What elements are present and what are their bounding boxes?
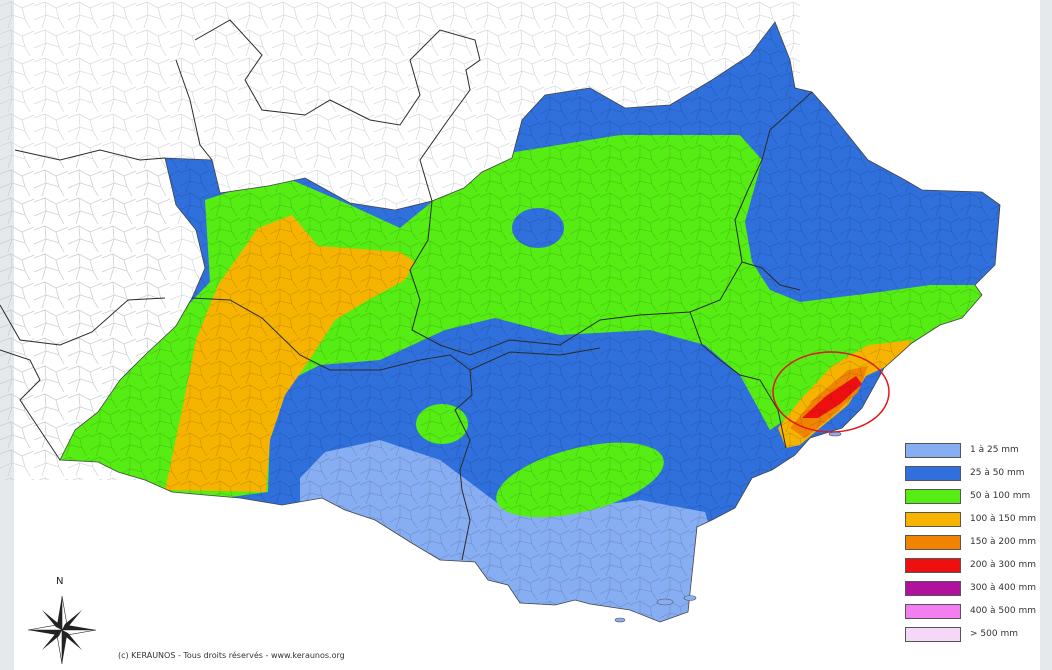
legend-item: 300 à 400 mm — [905, 578, 1045, 598]
legend-swatch — [905, 580, 961, 596]
region-outline — [59, 21, 1001, 623]
legend-swatch — [905, 465, 961, 481]
copyright-notice: (c) KERAUNOS - Tous droits réservés - ww… — [118, 651, 345, 660]
legend-swatch — [905, 488, 961, 504]
outer-department-borders — [14, 19, 481, 202]
legend-item: 25 à 50 mm — [905, 463, 1045, 483]
legend-swatch — [905, 557, 961, 573]
legend-swatch — [905, 442, 961, 458]
legend-label: 50 à 100 mm — [970, 491, 1031, 501]
compass-north-label: N — [56, 576, 64, 587]
legend-item: 100 à 150 mm — [905, 509, 1045, 529]
legend-swatch — [905, 534, 961, 550]
legend-label: 25 à 50 mm — [970, 468, 1025, 478]
legend-item: 150 à 200 mm — [905, 532, 1045, 552]
highlight-circle-icon — [772, 351, 890, 433]
compass-rose-icon — [27, 595, 97, 665]
legend-label: 300 à 400 mm — [970, 583, 1036, 593]
legend-swatch — [905, 626, 961, 642]
legend-label: 200 à 300 mm — [970, 560, 1036, 570]
department-borders — [191, 91, 813, 561]
legend-item: > 500 mm — [905, 624, 1045, 644]
legend-item: 50 à 100 mm — [905, 486, 1045, 506]
legend-label: > 500 mm — [970, 629, 1018, 639]
legend-item: 400 à 500 mm — [905, 601, 1045, 621]
rainfall-legend: 1 à 25 mm 25 à 50 mm 50 à 100 mm 100 à 1… — [905, 440, 1045, 644]
legend-item: 1 à 25 mm — [905, 440, 1045, 460]
legend-swatch — [905, 511, 961, 527]
legend-label: 1 à 25 mm — [970, 445, 1019, 455]
legend-label: 150 à 200 mm — [970, 537, 1036, 547]
legend-label: 400 à 500 mm — [970, 606, 1036, 616]
legend-label: 100 à 150 mm — [970, 514, 1036, 524]
legend-item: 200 à 300 mm — [905, 555, 1045, 575]
legend-swatch — [905, 603, 961, 619]
